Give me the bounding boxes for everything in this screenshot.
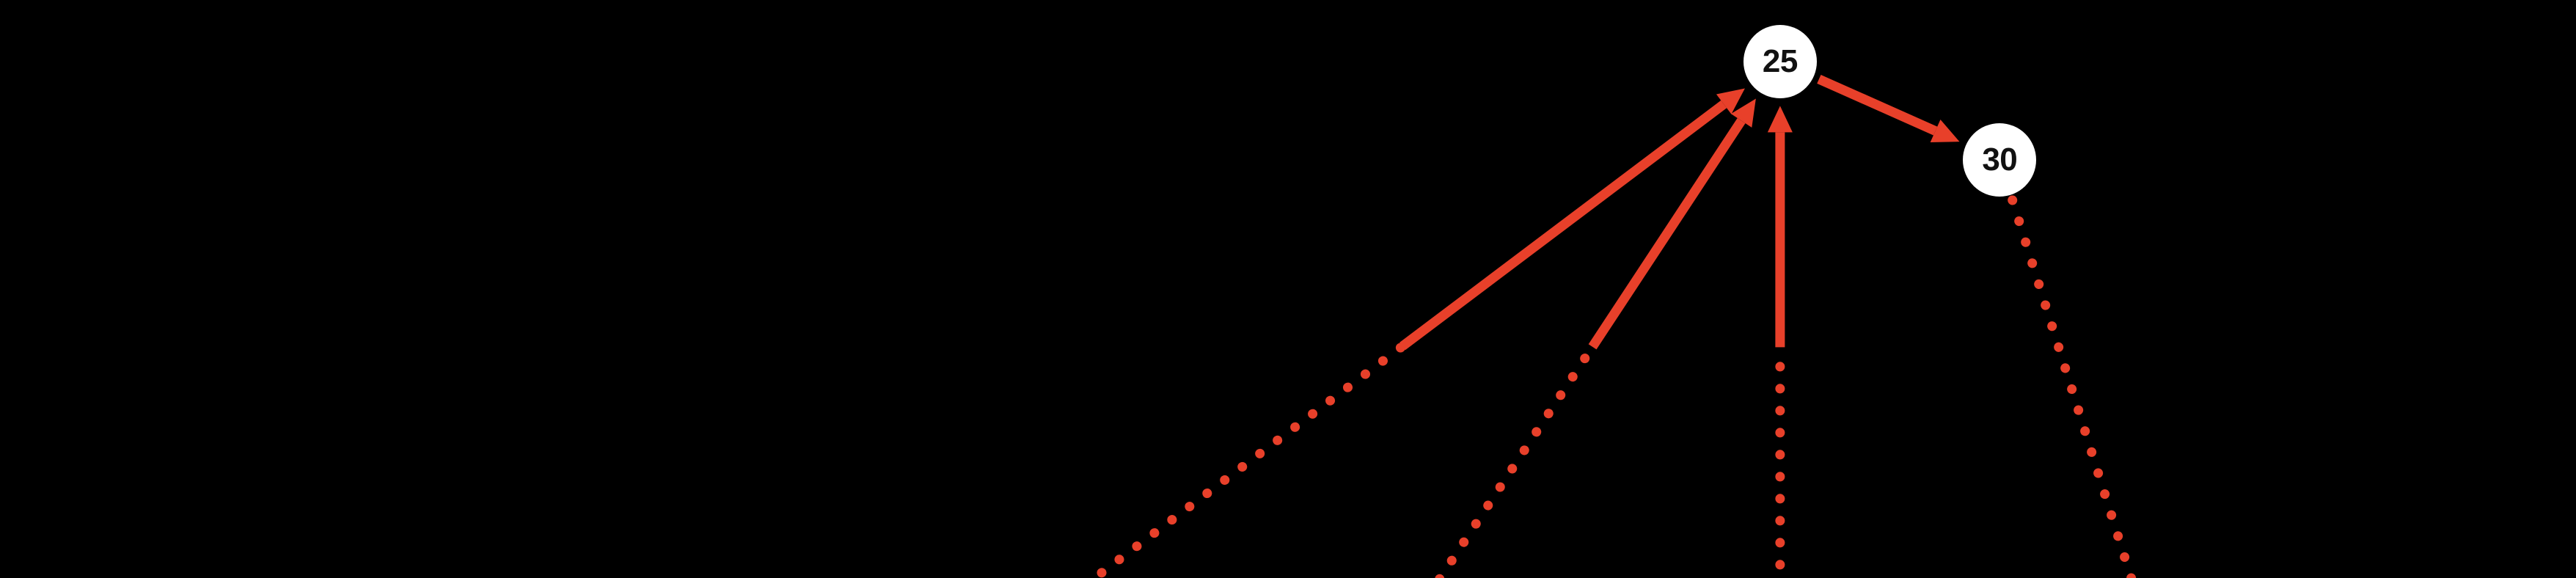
edge-solid-segment [1817,74,1938,136]
edge-dotted-segment [2008,195,2137,578]
graph-node-label: 25 [1762,43,1798,80]
graph-edge-e-28-25 [1767,106,1793,578]
arrowhead [1716,88,1745,114]
graph-node-n30t[interactable]: 30 [1963,122,2037,197]
graph-edge-e-22m-25 [1434,98,1756,578]
edge-dotted-segment [1086,341,1408,578]
edge-solid-segment [1588,117,1746,350]
arrowhead [1730,98,1756,128]
arrowhead [1767,106,1793,133]
edge-dotted-segment [1434,342,1598,578]
graph-edge-e-13-25 [1086,88,1745,578]
graph-edge-e-25-30t [1817,74,1960,143]
edge-solid-segment [1399,100,1727,351]
arrowhead [1930,119,1960,143]
graph-edge-e-30t-40 [2008,195,2137,578]
graph-node-label: 30 [1982,141,2018,178]
graph-node-n25[interactable]: 25 [1743,25,1817,99]
